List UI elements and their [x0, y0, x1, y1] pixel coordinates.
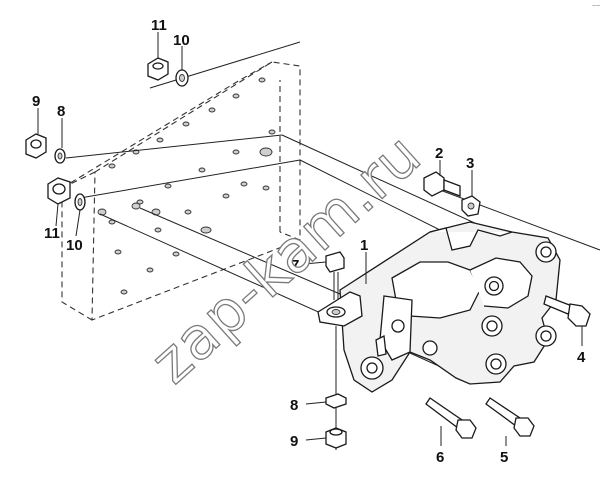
frame-rail-phantom — [61, 61, 301, 321]
callout-2: 2 — [435, 145, 443, 162]
callout-11-top: 11 — [151, 17, 167, 34]
callout-8-bottom: 8 — [290, 397, 298, 414]
bolt-5 — [485, 397, 535, 437]
bolt-4 — [543, 295, 591, 327]
nut-9-bottom — [325, 427, 347, 449]
callout-7: 7 — [291, 257, 299, 274]
washer-10-left — [74, 193, 86, 211]
bolt-2 — [423, 171, 461, 197]
callout-1: 1 — [360, 237, 368, 254]
nut-9-left — [25, 133, 47, 159]
callout-11-left: 11 — [44, 225, 60, 242]
callout-4: 4 — [577, 349, 586, 366]
callout-6: 6 — [436, 449, 444, 466]
callout-10-left: 10 — [66, 237, 83, 254]
washer-8-left — [54, 148, 66, 164]
bolt-7 — [325, 251, 345, 450]
leader-lines — [37, 32, 583, 446]
corner-mark: ~~ — [592, 3, 600, 10]
callouts: 11 10 9 8 11 10 2 3 1 7 4 8 9 6 5 — [32, 17, 586, 466]
bolt-6 — [425, 397, 477, 439]
callout-9-bottom: 9 — [290, 433, 298, 450]
washer-10-top — [175, 69, 189, 87]
main-bracket — [317, 221, 561, 393]
callout-8-left: 8 — [57, 103, 65, 120]
callout-5: 5 — [500, 449, 508, 466]
callout-9-left: 9 — [32, 93, 40, 110]
nut-11-left — [47, 177, 71, 205]
nut-11-top — [147, 57, 169, 81]
callout-10-top: 10 — [173, 32, 190, 49]
washer-8-bottom — [325, 393, 347, 409]
callout-3: 3 — [466, 155, 474, 172]
nut-3 — [461, 195, 481, 217]
